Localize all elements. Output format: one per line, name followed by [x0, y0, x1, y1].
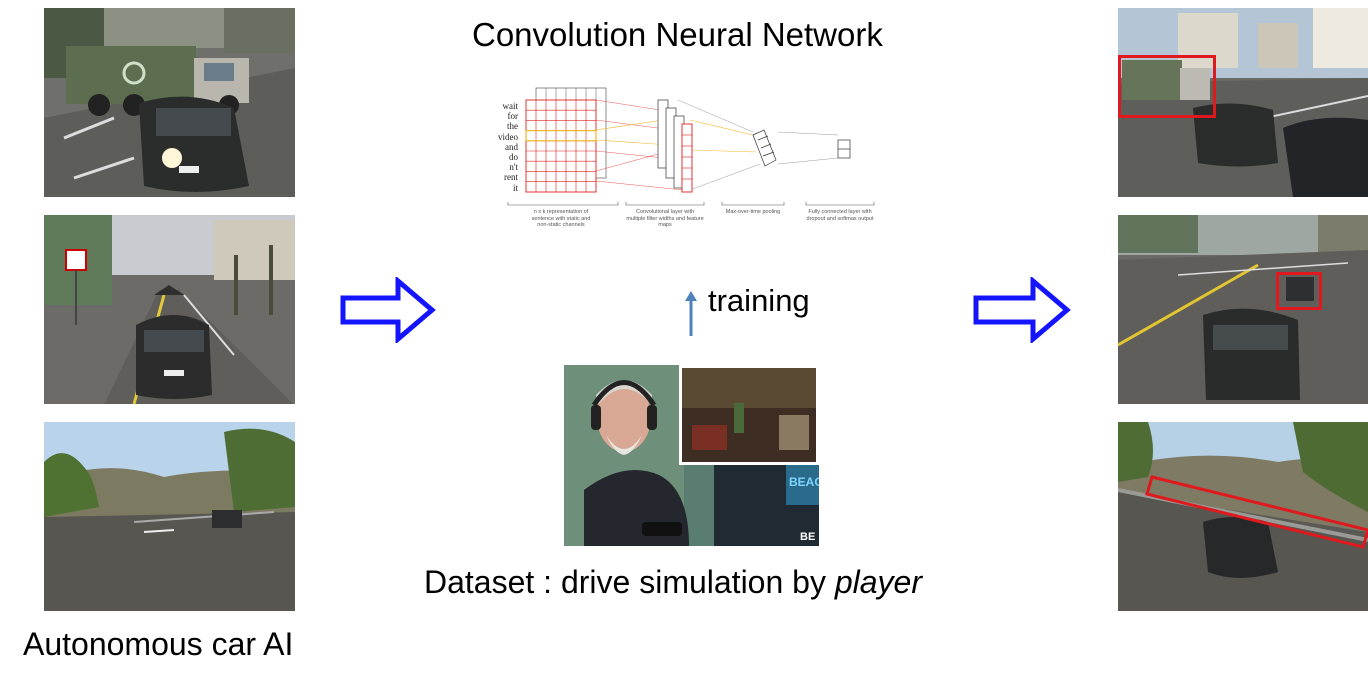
cnn-word-list: wait for the video and do n't rent it	[488, 101, 518, 193]
dataset-caption-emphasis: player	[834, 564, 922, 600]
flow-arrow-right-icon	[973, 277, 1071, 343]
cnn-word: for	[507, 111, 519, 122]
dataset-player-video: BEAC BE	[564, 365, 819, 546]
detection-box	[1276, 272, 1322, 310]
dataset-caption: Dataset : drive simulation by player	[424, 564, 922, 601]
cnn-stage-label-conv: Convolutional layer with multiple filter…	[626, 209, 704, 228]
cnn-word: video	[498, 131, 518, 142]
cnn-word: the	[507, 121, 518, 132]
output-screenshot-guardrail-detection	[1118, 422, 1368, 611]
cnn-architecture-diagram: wait for the video and do n't rent it n …	[478, 80, 908, 240]
output-screenshot-car-detection	[1118, 215, 1368, 404]
detection-box	[1118, 55, 1216, 118]
training-arrow-icon	[685, 291, 697, 336]
training-label: training	[708, 283, 810, 318]
screen-sign-text: BEAC	[789, 475, 819, 489]
detection-box	[1145, 475, 1368, 549]
dataset-caption-prefix: Dataset : drive simulation by	[424, 564, 835, 600]
flow-arrow-left-icon	[340, 277, 436, 343]
input-screenshot-garbage-truck	[44, 8, 295, 197]
cnn-word: it	[512, 182, 518, 193]
video-watermark: BE	[800, 531, 816, 543]
input-screenshot-mountain-road	[44, 422, 295, 611]
cnn-word: and	[505, 141, 518, 152]
diagram-title: Convolution Neural Network	[472, 16, 883, 53]
cnn-diagram-graphic	[507, 87, 875, 206]
input-screenshot-city-street	[44, 215, 295, 404]
cnn-word: n't	[509, 162, 518, 173]
output-screenshot-truck-detection	[1118, 8, 1368, 197]
cnn-word: wait	[502, 101, 519, 111]
cnn-stage-label-pool: Max-over-time pooling	[725, 209, 781, 215]
autonomous-car-caption: Autonomous car AI	[23, 626, 294, 662]
cnn-word: do	[509, 152, 518, 163]
cnn-stage-label-fc: Fully connected layer with dropout and s…	[806, 209, 874, 222]
cnn-stage-label-input: n x k representation of sentence with st…	[531, 209, 591, 228]
cnn-word: rent	[504, 172, 518, 183]
